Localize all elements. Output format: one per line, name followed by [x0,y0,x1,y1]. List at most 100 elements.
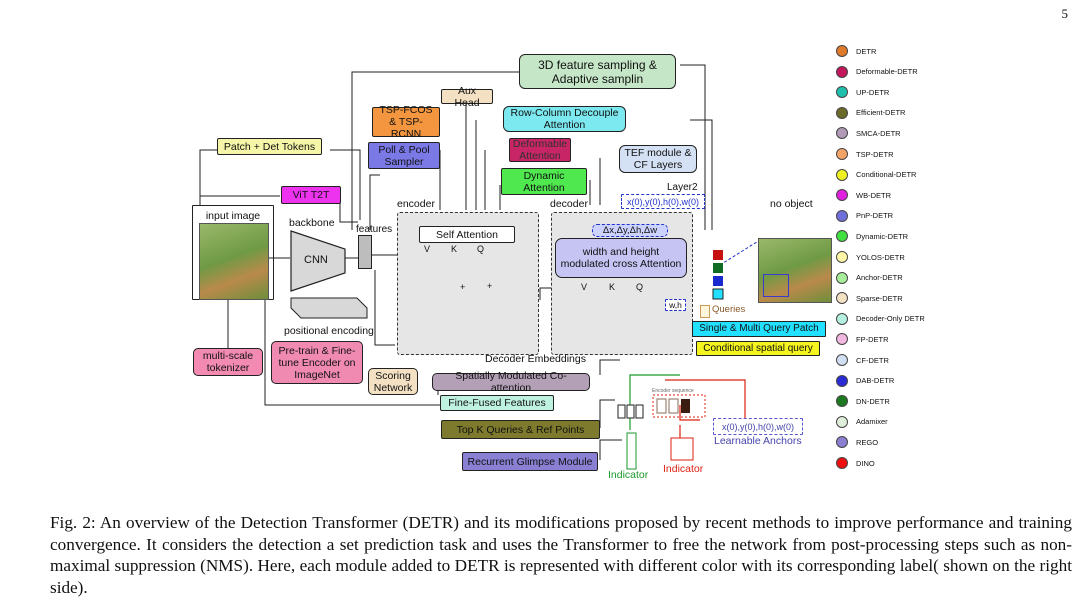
legend-item: DETR [836,43,876,59]
enc-plus-1: + [460,282,466,292]
legend-swatch [836,333,848,346]
legend-label: DETR [856,46,877,56]
legend-swatch [836,374,848,387]
legend-swatch [836,106,848,119]
recurrent-box: Recurrent Glimpse Module [462,452,598,471]
indicator-green-label: Indicator [608,469,649,481]
legend-label: WB-DETR [856,190,891,200]
legend-swatch [836,457,848,469]
legend-item: REGO [836,434,878,450]
tef-box: TEF module & CF Layers [619,145,697,173]
legend-swatch [836,395,848,408]
legend-label: Efficient-DETR [856,108,906,118]
legend-swatch [836,127,848,140]
legend-item: Sparse-DETR [836,290,903,306]
legend-label: Anchor-DETR [856,273,903,283]
legend-item: FP-DETR [836,331,889,347]
queries-icon [700,305,710,318]
deformable-attn-box: Deformable Attention [509,138,571,162]
xywh-box: x(0),y(0),h(0),w(0) [621,194,705,209]
learnable-xywh-box: x(0),y(0),h(0),w(0) [713,418,803,435]
dec-v-label: V [581,282,588,292]
spatially-mod-box: Spatially Modulated Co-attention [432,370,590,394]
features-label: features [356,224,393,235]
legend-item: Anchor-DETR [836,270,903,286]
legend-item: CF-DETR [836,352,889,368]
tsp-fcos-box: TSP-FCOS & TSP-RCNN [372,104,440,140]
legend-item: TSP-DETR [836,146,894,162]
legend-item: Conditional-DETR [836,167,916,183]
aux-head-box: Aux Head [441,85,493,109]
wh-cross-attention-box: width and height modulated cross Attenti… [555,238,687,278]
sampling-3d-box: 3D feature sampling & Adaptive samplin [519,54,676,89]
legend-swatch [836,354,848,366]
legend-label: DINO [856,458,875,468]
fine-fused-box: Fine-Fused Features [440,395,554,411]
legend-swatch [836,209,848,222]
legend-swatch [836,251,848,263]
legend-item: DN-DETR [836,393,890,409]
conditional-box: Conditional spatial query [696,341,820,356]
decoder-embeddings-label: Decoder Embeddings [485,353,586,365]
enc-q-label: Q [477,244,485,254]
input-image-label: input image [205,210,261,222]
legend-label: TSP-DETR [856,149,894,159]
legend-label: DAB-DETR [856,376,895,386]
queries-label: Queries [712,304,746,315]
legend-swatch [836,415,848,428]
legend-label: YOLOS-DETR [856,252,905,262]
enc-plus-2: + [487,281,493,291]
dynamic-attn-box: Dynamic Attention [501,168,587,195]
learnable-anchors-label: Learnable Anchors [714,435,802,447]
legend-swatch [836,230,848,243]
legend-label: FP-DETR [856,334,889,344]
legend-label: SMCA-DETR [856,128,901,138]
encoder-seq-label: Encoder sequence [652,388,694,394]
patch-det-box: Patch + Det Tokens [217,138,322,155]
legend-item: Adamixer [836,414,888,430]
detection-box [763,274,789,297]
legend-swatch [836,86,848,99]
legend-item: DAB-DETR [836,373,894,389]
legend-item: SMCA-DETR [836,125,901,141]
enc-v-label: V [424,244,431,254]
dec-q-label: Q [636,282,644,292]
page-number: 5 [1061,6,1069,21]
legend-swatch [836,148,848,160]
output-photo [758,238,832,303]
row-col-box: Row-Column Decouple Attention [503,106,626,132]
encoder-label: encoder [397,198,435,210]
legend-label: DN-DETR [856,396,890,406]
backbone-label: backbone [289,217,335,229]
legend-label: UP-DETR [856,87,890,97]
topk-box: Top K Queries & Ref Points [441,420,600,439]
decoder-label: decoder [550,198,588,210]
legend-label: Conditional-DETR [856,170,917,180]
enc-k-label: K [451,244,458,254]
figure-caption: Fig. 2: An overview of the Detection Tra… [50,513,1072,597]
cnn-label: CNN [304,254,328,266]
cnn-shape [290,230,346,292]
legend-swatch [836,189,848,202]
legend-item: PnP-DETR [836,208,893,224]
features-bar [358,235,372,269]
legend-item: DINO [836,455,875,471]
legend-item: Deformable-DETR [836,64,918,80]
self-attention-box: Self Attention [419,226,515,243]
dog-photo [199,223,269,300]
scoring-box: Scoring Network [368,368,418,395]
legend-label: Decoder-Only DETR [856,314,925,324]
no-object-label: no object [770,198,813,210]
legend-swatch [836,312,848,325]
delta-box: Δx,Δy,Δh,Δw [592,224,668,237]
vit-t2t-box: ViT T2T [281,186,341,204]
legend-label: PnP-DETR [856,211,894,221]
indicator-red-label: Indicator [663,463,704,475]
poll-pool-box: Poll & Pool Sampler [368,142,440,169]
layer2-label: Layer2 [667,182,698,193]
multiscale-box: multi-scale tokenizer [193,348,263,376]
legend-item: WB-DETR [836,187,891,203]
wh-box: w,h [665,299,686,311]
single-multi-box: Single & Multi Query Patch [692,321,826,337]
positional-encoding-label: positional encoding [284,325,374,337]
